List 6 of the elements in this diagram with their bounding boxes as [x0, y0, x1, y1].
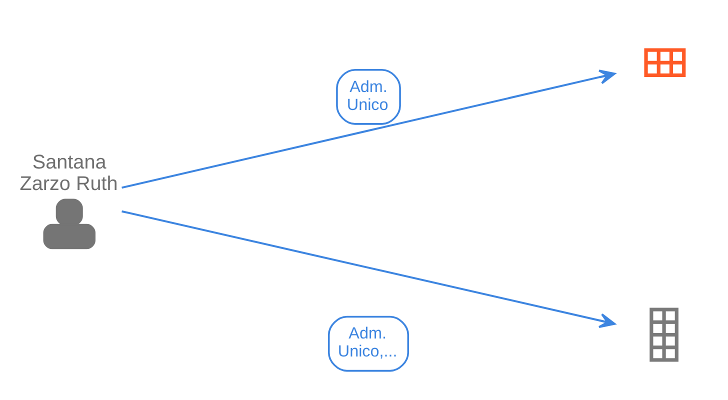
edge-label: Adm. Unico,... — [338, 324, 398, 360]
arrow — [122, 210, 616, 328]
node-picture — [644, 48, 686, 77]
edge-label: Adm. Unico — [346, 77, 388, 114]
node-label: Santana Zarzo Ruth — [20, 151, 118, 195]
node-picture — [650, 307, 678, 362]
